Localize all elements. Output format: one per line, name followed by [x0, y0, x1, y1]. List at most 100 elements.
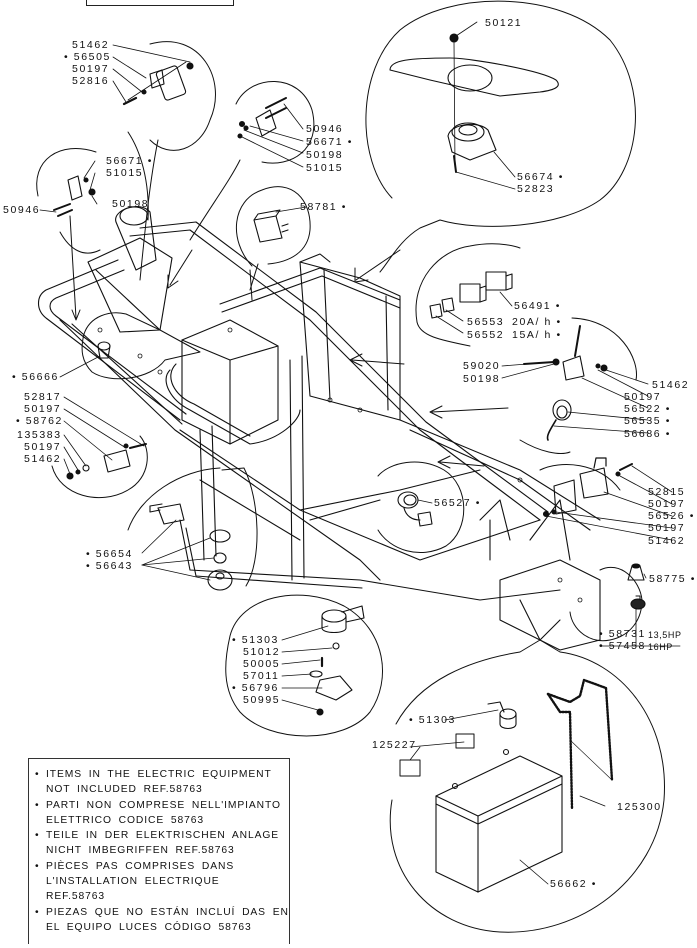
part-number-label: 50197	[72, 63, 110, 75]
note-line: •PIEZAS QUE NO ESTÁN INCLUÍ DAS EN	[35, 906, 289, 918]
part-number-label: • 51303	[232, 634, 279, 646]
part-number-label: 52823	[517, 183, 555, 195]
detail-circles	[36, 0, 665, 933]
solenoid-icon	[309, 605, 365, 716]
part-number-label: • 58762	[16, 415, 63, 427]
part-number-label: 58781 •	[300, 201, 347, 213]
note-line: REF.58763	[46, 891, 106, 903]
engine-power-label: 13,5HP	[648, 630, 682, 640]
leader-lines	[39, 21, 681, 885]
part-number-label: • 56643	[86, 560, 133, 572]
detail-circle-relays-fuses	[415, 243, 521, 323]
detail-circle-left-switch	[36, 148, 97, 197]
detail-circle-relay	[235, 186, 311, 267]
header-box	[86, 0, 234, 6]
detail-circle-sensor	[571, 317, 637, 381]
part-number-label: 56671 •	[106, 155, 153, 167]
part-number-label: • 58731	[599, 628, 646, 640]
legend-note-box: •ITEMS IN THE ELECTRIC EQUIPMENT NOT INC…	[28, 758, 290, 944]
part-number-label: • 56505	[64, 51, 111, 63]
part-number-label: 50946	[306, 123, 344, 135]
note-line: •PARTI NON COMPRESE NELL'IMPIANTO	[35, 799, 281, 811]
ignition-key-icon	[149, 503, 233, 591]
part-number-label: 50197	[24, 441, 62, 453]
center-switch-icon	[237, 97, 287, 139]
part-number-label: • 57458	[599, 640, 646, 652]
part-number-label: 56674 •	[517, 171, 564, 183]
part-number-label: • 51303	[409, 714, 456, 726]
note-line: ELETTRICO CODICE 58763	[46, 814, 204, 826]
note-line: •ITEMS IN THE ELECTRIC EQUIPMENT	[35, 769, 272, 780]
part-number-label: 50005	[243, 658, 281, 670]
note-line: NICHT IMBEGRIFFEN REF.58763	[46, 845, 235, 857]
part-number-label: • 56654	[86, 548, 133, 560]
detail-circle-battery	[389, 639, 665, 933]
left-switch-icon	[53, 175, 96, 217]
part-number-label: 50197	[624, 391, 662, 403]
part-number-label: 50198	[112, 198, 150, 210]
battery-cable-icon	[546, 678, 614, 810]
part-number-label: 56662 •	[550, 878, 597, 890]
part-number-label: 52817	[24, 391, 62, 403]
part-number-label: 52816	[72, 75, 110, 87]
detail-circle-solenoid	[225, 594, 383, 737]
part-number-label: • 56666	[12, 371, 59, 383]
part-number-label: 135383	[17, 429, 62, 441]
note-line: •PIÈCES PAS COMPRISES DANS	[35, 860, 235, 872]
tractor-frame	[37, 206, 601, 651]
relays-fuses-icon	[429, 271, 513, 319]
part-number-label: 51462	[652, 379, 690, 391]
part-number-label: 50197	[648, 522, 686, 534]
part-number-label: • 56796	[232, 682, 279, 694]
battery-icon	[435, 701, 563, 893]
connector-icon	[397, 491, 433, 527]
part-number-label: 56686 •	[624, 428, 671, 440]
ignition-connector-icon	[122, 61, 194, 106]
horn-icon	[389, 33, 559, 173]
part-number-label: 51462	[24, 453, 62, 465]
detail-circle-ignition-key	[127, 467, 221, 531]
part-number-label: 56527 •	[434, 497, 481, 509]
part-number-label: 56553	[467, 316, 505, 328]
part-number-label: 56552	[467, 329, 505, 341]
part-number-label: 50995	[243, 694, 281, 706]
detail-circle-seat-switch	[539, 464, 621, 491]
part-number-label: 56491 •	[514, 300, 561, 312]
detail-circle-ignition-connector	[149, 41, 216, 151]
note-line: L'INSTALLATION ELECTRIQUE	[46, 876, 220, 888]
part-number-label: 51012	[243, 646, 281, 658]
part-number-label: 56671 •	[306, 136, 353, 148]
part-number-label: 50198	[463, 373, 501, 385]
part-number-label: 125227	[372, 739, 417, 751]
part-number-label: 50121	[485, 17, 523, 29]
cable-guide-line	[569, 739, 613, 781]
relay-icon	[253, 209, 289, 243]
part-number-label: 51462	[72, 39, 110, 51]
part-rating-label: 15A/ h •	[512, 329, 562, 341]
part-number-label: 125300	[617, 801, 662, 813]
part-number-label: 58775 •	[649, 573, 696, 585]
engine-power-label: 16HP	[648, 642, 673, 652]
part-number-label: 51462	[648, 535, 686, 547]
seat-switch-icon	[542, 457, 633, 518]
part-number-label: 56535 •	[624, 415, 671, 427]
note-line: •TEILE IN DER ELEKTRISCHEN ANLAGE	[35, 830, 280, 842]
detail-circle-connector	[377, 461, 465, 553]
part-number-label: 56526 •	[648, 510, 695, 522]
sensor-icon	[523, 325, 608, 441]
part-number-label: 52815	[648, 486, 686, 498]
part-number-label: 50946	[3, 204, 41, 216]
part-number-label: 50197	[24, 403, 62, 415]
brake-switch-icon	[66, 443, 147, 480]
part-number-label: 50198	[306, 149, 344, 161]
oil-sensor-icon	[627, 563, 646, 610]
part-rating-label: 20A/ h •	[512, 316, 562, 328]
detail-circle-center-switch	[235, 81, 315, 164]
note-line: NOT INCLUDED REF.58763	[46, 784, 203, 796]
part-number-label: 59020	[463, 360, 501, 372]
part-number-label: 51015	[106, 167, 144, 179]
detail-circle-light	[81, 312, 201, 380]
detail-circle-horn	[365, 0, 636, 273]
part-number-label: 56522 •	[624, 403, 671, 415]
